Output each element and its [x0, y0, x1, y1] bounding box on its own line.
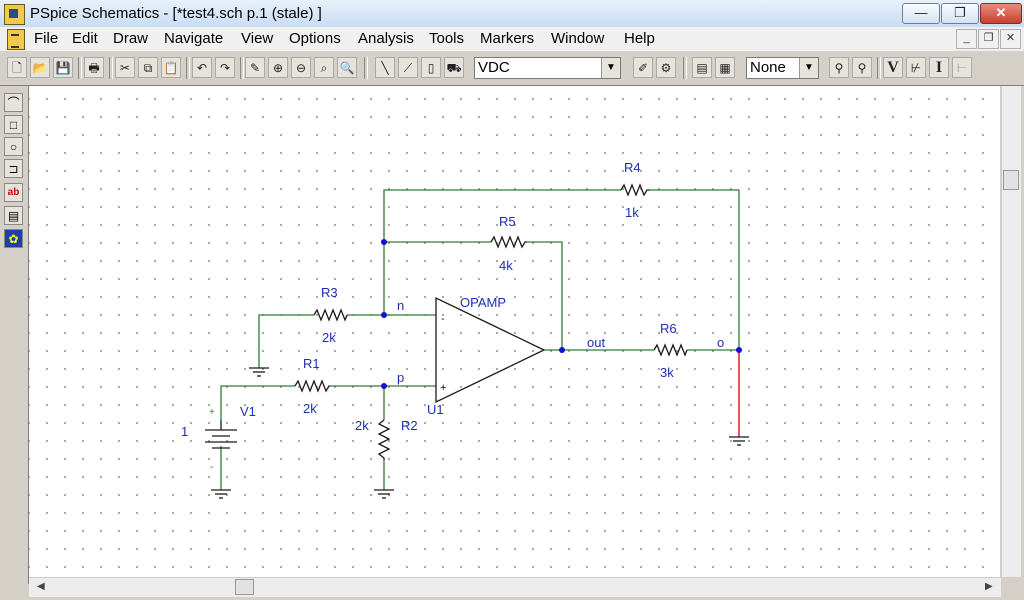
doc-close-button[interactable]: ✕	[1000, 29, 1021, 49]
toolbar-separator	[78, 57, 82, 79]
cut-icon[interactable]: ✂	[115, 57, 135, 78]
menu-tools[interactable]: Tools	[429, 30, 465, 47]
doc-minimize-button[interactable]: _	[956, 29, 977, 49]
document-icon[interactable]	[7, 29, 25, 50]
edit-symbol-icon[interactable]: ⚙	[656, 57, 676, 78]
draw-block-icon[interactable]: ▯	[421, 57, 441, 78]
edit-attributes-icon[interactable]: ✐	[633, 57, 653, 78]
circle-icon[interactable]: ○	[4, 137, 23, 156]
draw-tools-strip: ⌒ □ ○ ⊐ ab ▤ ✿	[0, 86, 29, 584]
save-icon[interactable]: 💾	[53, 57, 73, 78]
undo-icon[interactable]: ↶	[192, 57, 212, 78]
get-part-icon[interactable]: ⛟	[444, 57, 464, 78]
toolbar-separator	[877, 57, 881, 79]
probe-cross-icon[interactable]: ⚲	[852, 57, 872, 78]
voltage-marker-button[interactable]: V	[883, 57, 903, 78]
menu-markers[interactable]: Markers	[480, 30, 535, 47]
probe-icon[interactable]: ⚲	[829, 57, 849, 78]
zoom-fit-icon[interactable]: 🔍	[337, 57, 357, 78]
close-button[interactable]: ✕	[980, 3, 1022, 24]
draw-wire-icon[interactable]: ╲	[375, 57, 395, 78]
part-name-combo[interactable]: VDC ▼	[474, 57, 621, 79]
text-box-icon[interactable]: ▤	[4, 206, 23, 225]
part-name-value: VDC	[478, 59, 510, 76]
scroll-right-arrow-icon[interactable]: ▶	[985, 581, 993, 592]
power-marker-icon[interactable]: ⊢	[952, 57, 972, 78]
text-tool-icon[interactable]: ab	[4, 183, 23, 202]
current-marker-button[interactable]: I	[929, 57, 949, 78]
arc-icon[interactable]: ⌒	[4, 93, 23, 112]
pspice-app-icon[interactable]	[4, 4, 25, 25]
toolbar-separator	[683, 57, 687, 79]
simulate-icon[interactable]: ▦	[715, 57, 735, 78]
menu-edit[interactable]: Edit	[72, 30, 98, 47]
minimize-button[interactable]: —	[902, 3, 940, 24]
polyline-icon[interactable]: ⊐	[4, 159, 23, 178]
title-bar: PSpice Schematics - [*test4.sch p.1 (sta…	[0, 0, 1024, 28]
draw-bus-icon[interactable]: ⟋	[398, 57, 418, 78]
menu-file[interactable]: File	[34, 30, 59, 47]
marker-combo[interactable]: None ▼	[746, 57, 819, 79]
schematic-canvas[interactable]	[29, 86, 1000, 577]
redraw-icon[interactable]: ✎	[245, 57, 265, 78]
toolbar-separator	[364, 57, 368, 79]
copy-icon[interactable]: ⧉	[138, 57, 158, 78]
zoom-out-icon[interactable]: ⊖	[291, 57, 311, 78]
chevron-down-icon[interactable]: ▼	[601, 58, 620, 78]
toolbar: 🗋 📂 💾 🖶 ✂ ⧉ 📋 ↶ ↷ ✎ ⊕ ⊖ ⌕ 🔍 ╲ ⟋ ▯ ⛟ VDC …	[0, 52, 1024, 86]
toolbar-separator	[109, 57, 113, 79]
redo-icon[interactable]: ↷	[215, 57, 235, 78]
menu-options[interactable]: Options	[289, 30, 341, 47]
new-file-icon[interactable]: 🗋	[7, 57, 27, 78]
window-title: PSpice Schematics - [*test4.sch p.1 (sta…	[30, 5, 322, 22]
scroll-left-arrow-icon[interactable]: ◀	[37, 581, 45, 592]
toolbar-separator	[240, 57, 244, 79]
picture-icon[interactable]: ✿	[4, 229, 23, 248]
toolbar-separator	[186, 57, 190, 79]
horizontal-scrollbar[interactable]: ◀ ▶	[29, 577, 1001, 597]
doc-restore-button[interactable]: ❐	[978, 29, 999, 49]
menu-analysis[interactable]: Analysis	[358, 30, 414, 47]
current-marker-icon[interactable]: ⊬	[906, 57, 926, 78]
print-icon[interactable]: 🖶	[84, 57, 104, 78]
menu-draw[interactable]: Draw	[113, 30, 149, 47]
menu-view[interactable]: View	[241, 30, 274, 47]
open-folder-icon[interactable]: 📂	[30, 57, 50, 78]
paste-icon[interactable]: 📋	[161, 57, 181, 78]
menu-help[interactable]: Help	[624, 30, 655, 47]
vertical-scroll-thumb[interactable]	[1003, 170, 1019, 190]
setup-analysis-icon[interactable]: ▤	[692, 57, 712, 78]
chevron-down-icon[interactable]: ▼	[799, 58, 818, 78]
box-icon[interactable]: □	[4, 115, 23, 134]
zoom-area-icon[interactable]: ⌕	[314, 57, 334, 78]
menu-navigate[interactable]: Navigate	[164, 30, 224, 47]
zoom-in-icon[interactable]: ⊕	[268, 57, 288, 78]
horizontal-scroll-thumb[interactable]	[235, 579, 254, 595]
menu-window[interactable]: Window	[551, 30, 605, 47]
marker-value: None	[750, 59, 786, 76]
maximize-button[interactable]: ❐	[941, 3, 979, 24]
vertical-scrollbar[interactable]	[1001, 86, 1021, 577]
menu-bar: File Edit Draw Navigate View Options Ana…	[0, 27, 1024, 52]
